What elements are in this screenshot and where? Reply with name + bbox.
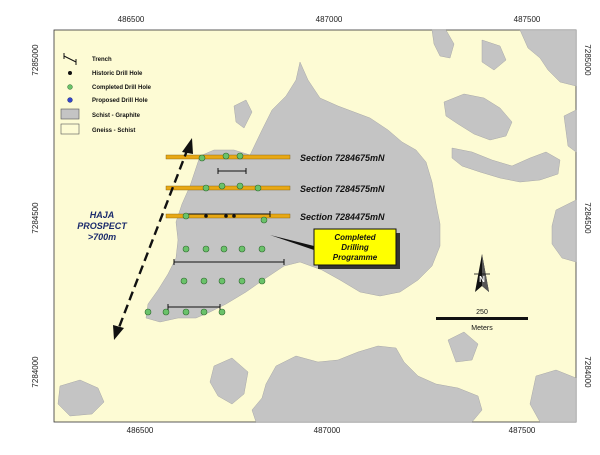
legend-label-completed: Completed Drill Hole <box>92 85 152 91</box>
completed-drill-hole <box>236 182 244 190</box>
schist-graphite-south <box>529 369 577 423</box>
completed-drilling-callout: Completed Drilling Programme <box>313 228 400 269</box>
easting-label-bottom: 487000 <box>314 426 341 435</box>
northing-label-left: 7284500 <box>31 202 40 234</box>
prospect-trend-arrow-icon <box>113 138 193 340</box>
trench <box>188 211 271 217</box>
scale-segment <box>482 317 528 320</box>
completed-drill-hole <box>182 308 190 316</box>
completed-drill-holes <box>144 152 268 316</box>
schist-graphite-island <box>551 199 577 263</box>
trench <box>173 259 285 265</box>
completed-drill-hole <box>258 277 266 285</box>
completed-drill-hole <box>182 245 190 253</box>
legend-label-proposed: Proposed Drill Hole <box>92 98 148 104</box>
prospect-label: HAJA PROSPECT >700m <box>77 210 128 242</box>
completed-drill-hole <box>238 245 246 253</box>
schist-graphite-island <box>443 93 513 141</box>
completed-drill-hole <box>218 277 226 285</box>
completed-drill-hole-icon <box>67 84 73 90</box>
trench-icon <box>63 53 77 65</box>
completed-drill-hole <box>202 245 210 253</box>
northing-label-left: 7284000 <box>31 356 40 388</box>
completed-drill-hole <box>144 308 152 316</box>
prospect-length: >700m <box>88 232 116 242</box>
trenches <box>167 168 285 310</box>
historic-drill-hole <box>224 214 228 218</box>
scale-unit: Meters <box>471 325 493 332</box>
completed-drill-hole <box>202 184 210 192</box>
section-label: Section 7284475mN <box>300 212 385 222</box>
legend: Trench Historic Drill Hole Completed Dri… <box>60 53 152 135</box>
completed-drill-hole <box>222 152 230 160</box>
scale-segment <box>436 317 482 320</box>
section-label: Section 7284575mN <box>300 184 385 194</box>
callout-line: Drilling <box>341 243 369 252</box>
historic-drill-hole-icon <box>68 71 72 75</box>
completed-drill-hole <box>220 245 228 253</box>
completed-drill-hole <box>218 308 226 316</box>
completed-drill-hole <box>200 277 208 285</box>
scale-value: 250 <box>476 309 488 316</box>
historic-drill-holes <box>204 214 236 218</box>
schist-graphite-south <box>209 357 249 405</box>
legend-label-historic: Historic Drill Hole <box>92 71 143 77</box>
schist-graphite-island <box>431 29 455 59</box>
historic-drill-hole <box>232 214 236 218</box>
easting-label-bottom: 487500 <box>509 426 536 435</box>
completed-drill-hole <box>238 277 246 285</box>
completed-drill-hole <box>258 245 266 253</box>
schist-graphite-island <box>563 109 577 153</box>
callout-pointer <box>270 235 314 250</box>
proposed-drill-hole-icon <box>67 97 73 103</box>
north-arrow-icon: N <box>474 254 490 292</box>
schist-graphite-island <box>519 29 577 87</box>
easting-label-bottom: 486500 <box>127 426 154 435</box>
completed-drill-hole <box>180 277 188 285</box>
northing-label-left: 7285000 <box>31 44 40 76</box>
schist-graphite-south <box>251 345 483 423</box>
scale-bar: 250 Meters <box>436 309 528 332</box>
north-label: N <box>479 275 485 284</box>
schist-graphite-island <box>481 39 507 71</box>
prospect-type: PROSPECT <box>77 221 128 231</box>
completed-drill-hole <box>162 308 170 316</box>
gneiss-schist-swatch-icon <box>60 123 80 135</box>
easting-label-top: 487000 <box>316 15 343 24</box>
easting-label-top: 487500 <box>514 15 541 24</box>
completed-drill-hole <box>218 182 226 190</box>
schist-graphite-swatch-icon <box>60 108 80 120</box>
completed-drill-hole <box>198 154 206 162</box>
northing-label-right: 7285000 <box>583 44 592 76</box>
historic-drill-hole <box>204 214 208 218</box>
completed-drill-hole <box>260 216 268 224</box>
completed-drill-hole <box>182 212 190 220</box>
schist-graphite-south <box>57 379 105 417</box>
schist-graphite-south <box>447 331 479 363</box>
schist-graphite-island <box>451 147 561 183</box>
schist-graphite-lobe <box>233 99 253 129</box>
prospect-name: HAJA <box>90 210 115 220</box>
completed-drill-hole <box>254 184 262 192</box>
legend-label-gneiss: Gneiss - Schist <box>92 128 135 134</box>
trench <box>167 304 221 310</box>
northing-label-right: 7284500 <box>583 202 592 234</box>
easting-label-top: 486500 <box>118 15 145 24</box>
section-label: Section 7284675mN <box>300 153 385 163</box>
northing-label-right: 7284000 <box>583 356 592 388</box>
section-line-7284575 <box>165 185 291 191</box>
completed-drill-hole <box>200 308 208 316</box>
callout-line: Completed <box>334 233 376 242</box>
callout-box <box>313 228 397 266</box>
legend-label-trench: Trench <box>92 57 112 63</box>
trench <box>217 168 247 174</box>
callout-line: Programme <box>333 253 378 262</box>
legend-label-schist: Schist - Graphite <box>92 113 141 119</box>
completed-drill-hole <box>236 152 244 160</box>
